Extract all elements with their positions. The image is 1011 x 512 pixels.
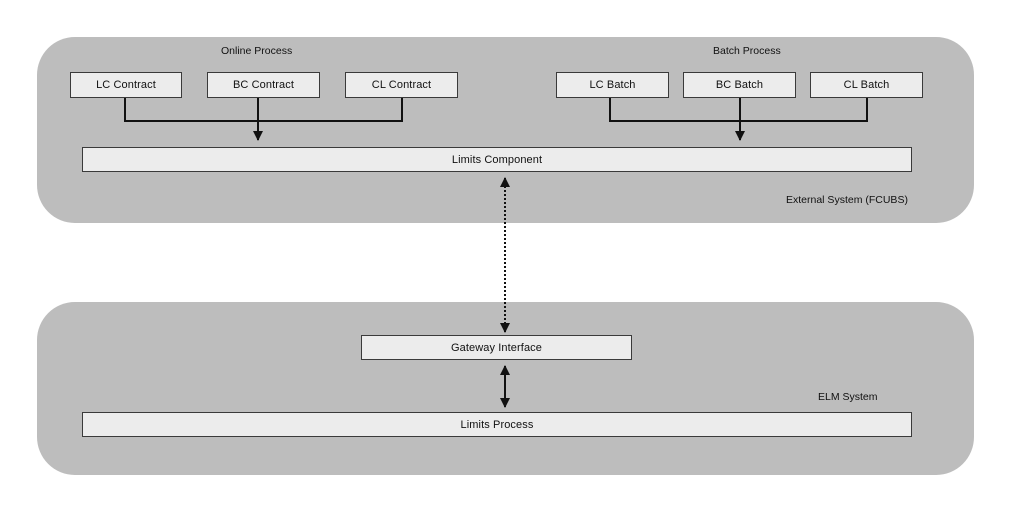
cl-batch-box: CL Batch [810,72,923,98]
bc-contract-box: BC Contract [207,72,320,98]
limits-component-box: Limits Component [82,147,912,172]
batch-merge-connector [609,97,868,141]
elm-system-label: ELM System [818,391,878,403]
lc-contract-box: LC Contract [70,72,182,98]
batch-process-title: Batch Process [713,45,781,57]
online-process-title: Online Process [221,45,293,57]
lc-batch-box: LC Batch [556,72,669,98]
cl-contract-box: CL Contract [345,72,458,98]
gateway-interface-box: Gateway Interface [361,335,632,360]
external-system-label: External System (FCUBS) [786,194,908,206]
limits-process-box: Limits Process [82,412,912,437]
online-merge-connector [124,97,403,141]
bc-batch-box: BC Batch [683,72,796,98]
